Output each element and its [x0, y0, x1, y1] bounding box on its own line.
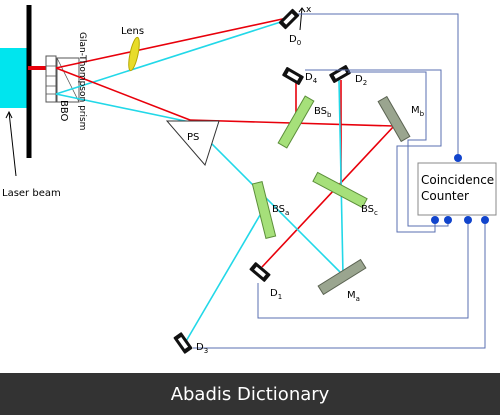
label-bsc: BSc	[361, 204, 378, 217]
glan-thompson-prism	[56, 57, 80, 103]
port-top	[454, 154, 462, 162]
label-bsb: BSb	[314, 106, 332, 119]
label-d1: D1	[270, 288, 282, 301]
quantum-eraser-diagram: Coincidence Counter Lens Glan-Thompson p…	[0, 5, 497, 355]
label-lens: Lens	[121, 26, 144, 37]
coincidence-counter	[417, 162, 497, 216]
laser-beam-pointer-head	[5, 110, 13, 119]
lens	[128, 36, 140, 72]
detector-d1-icon	[249, 262, 271, 282]
counter-label-line2: Counter	[421, 189, 469, 203]
beam-cyan-bsa-d3	[184, 209, 264, 344]
beam-splitter-bsa	[251, 181, 277, 239]
beam-splitter-bsc	[312, 171, 368, 209]
counter-ports	[431, 154, 489, 224]
port-4	[481, 216, 489, 224]
laser-beam-pointer	[8, 111, 17, 177]
port-1	[431, 216, 439, 224]
wire-d0	[298, 13, 459, 158]
label-bsa: BSa	[272, 204, 289, 217]
port-2	[444, 216, 452, 224]
footer-brand: Abadis Dictionary	[170, 383, 330, 405]
signal-wires	[193, 13, 486, 349]
prism-ps	[165, 120, 220, 167]
detector-d0-icon	[278, 8, 300, 30]
beam-red-to-ps	[55, 67, 191, 121]
detector-d4-icon	[282, 67, 304, 85]
label-bbo: BBO	[58, 100, 69, 122]
label-ps: PS	[187, 132, 199, 143]
beam-red-to-d0	[55, 17, 288, 69]
bbo-crystal	[45, 55, 57, 103]
wire-d2	[348, 71, 449, 227]
laser-source	[0, 48, 28, 108]
beam-splitter-bsb	[277, 95, 315, 149]
port-3	[464, 216, 472, 224]
mirror-ma	[317, 258, 367, 296]
label-ma: Ma	[347, 290, 360, 303]
beam-cyan-to-d0	[55, 19, 288, 95]
detector-d3-icon	[173, 332, 193, 354]
label-d3: D3	[196, 342, 208, 355]
detector-d2-icon	[329, 65, 351, 83]
label-prism: Glan-Thompson prism	[77, 32, 87, 130]
label-d4: D4	[305, 72, 318, 85]
beam-red-mb-d1	[261, 125, 395, 268]
mirror-mb	[377, 95, 411, 143]
wire-d1	[257, 218, 469, 319]
beam-cyan-ma-d2	[338, 79, 344, 276]
label-x: x	[306, 5, 312, 15]
label-d2: D2	[355, 74, 367, 87]
label-d0: D0	[289, 34, 301, 47]
footer-banner: Abadis Dictionary	[0, 373, 500, 415]
wire-d4	[305, 69, 442, 233]
label-mb: Mb	[411, 105, 425, 118]
beams	[55, 17, 395, 344]
counter-label-line1: Coincidence	[421, 173, 494, 187]
wire-d3	[193, 218, 486, 349]
scan-arrow	[298, 7, 306, 31]
label-laser-beam: Laser beam	[2, 188, 61, 199]
beam-cyan-to-ps	[55, 93, 191, 123]
